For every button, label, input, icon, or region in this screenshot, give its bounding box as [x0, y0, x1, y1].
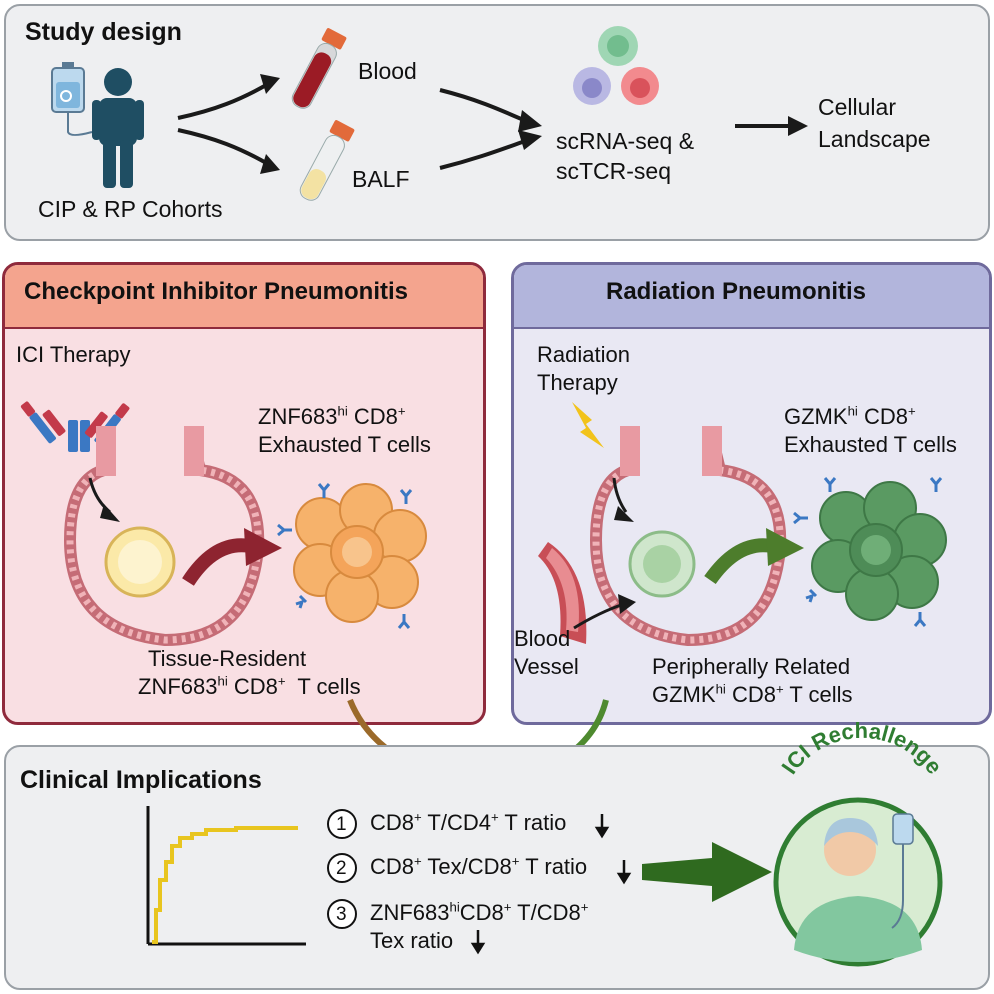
lightning-icon [572, 402, 604, 448]
balf-label: BALF [352, 166, 410, 192]
clinical-title: Clinical Implications [20, 766, 262, 794]
t-cell-cluster-icon [277, 483, 427, 629]
blood-label: Blood [358, 58, 417, 84]
alveolus-icon [63, 426, 265, 647]
clinical-item-1: CD8+ T/CD4+ T ratio [370, 809, 567, 835]
seq-label-line1: scRNA-seq & [556, 128, 695, 154]
rechallenge-text: ICI Rechallenge [776, 718, 947, 779]
rp-peripheral-line1: Peripherally Related [652, 654, 851, 679]
cip-resident-line2: ZNF683hi CD8+ T cells [138, 673, 361, 699]
iv-bag-icon [51, 62, 93, 136]
blood-tube-icon [291, 28, 347, 109]
person-icon [92, 68, 144, 188]
rp-cell-label-line1: GZMKhi CD8+ [784, 403, 916, 429]
study-design-panel [4, 4, 990, 241]
seq-label-line2: scTCR-seq [556, 158, 672, 184]
clinical-item-3: ZNF683hiCD8+ T/CD8+ [370, 899, 589, 925]
rp-cell-label-line2: Exhausted T cells [784, 432, 957, 457]
landscape-line2: Landscape [818, 126, 931, 152]
clinical-item-2: CD8+ Tex/CD8+ T ratio [370, 853, 588, 879]
radiation-therapy-line2: Therapy [537, 370, 618, 395]
clinical-item-1-num: 1 [336, 814, 347, 835]
cip-cell-label-line2: Exhausted T cells [258, 432, 431, 457]
ici-therapy-label: ICI Therapy [16, 342, 131, 367]
radiation-therapy-line1: Radiation [537, 342, 630, 367]
rp-peripheral-line2: GZMKhi CD8+ T cells [652, 681, 853, 707]
cip-header [5, 265, 483, 329]
blood-vessel-line2: Vessel [514, 654, 579, 679]
rp-header [514, 265, 989, 329]
patient-icon [773, 797, 943, 967]
study-design-title: Study design [25, 18, 182, 46]
cip-title: Checkpoint Inhibitor Pneumonitis [24, 278, 408, 305]
balf-tube-icon [299, 120, 355, 201]
rp-title: Radiation Pneumonitis [606, 278, 867, 305]
cip-cell-label-line1: ZNF683hi CD8+ [258, 403, 406, 429]
svg-text:ICI Rechallenge: ICI Rechallenge [776, 718, 947, 779]
cells-icon [573, 26, 659, 105]
clinical-item-3-line2: Tex ratio [370, 928, 454, 953]
blood-vessel-icon [538, 542, 587, 644]
blood-vessel-line1: Blood [514, 626, 571, 651]
cip-resident-line1: Tissue-Resident [148, 646, 307, 671]
cohorts-label: CIP & RP Cohorts [38, 196, 223, 222]
clinical-item-3-num: 3 [336, 904, 347, 925]
landscape-line1: Cellular [818, 94, 896, 120]
clinical-item-2-num: 2 [336, 858, 347, 879]
